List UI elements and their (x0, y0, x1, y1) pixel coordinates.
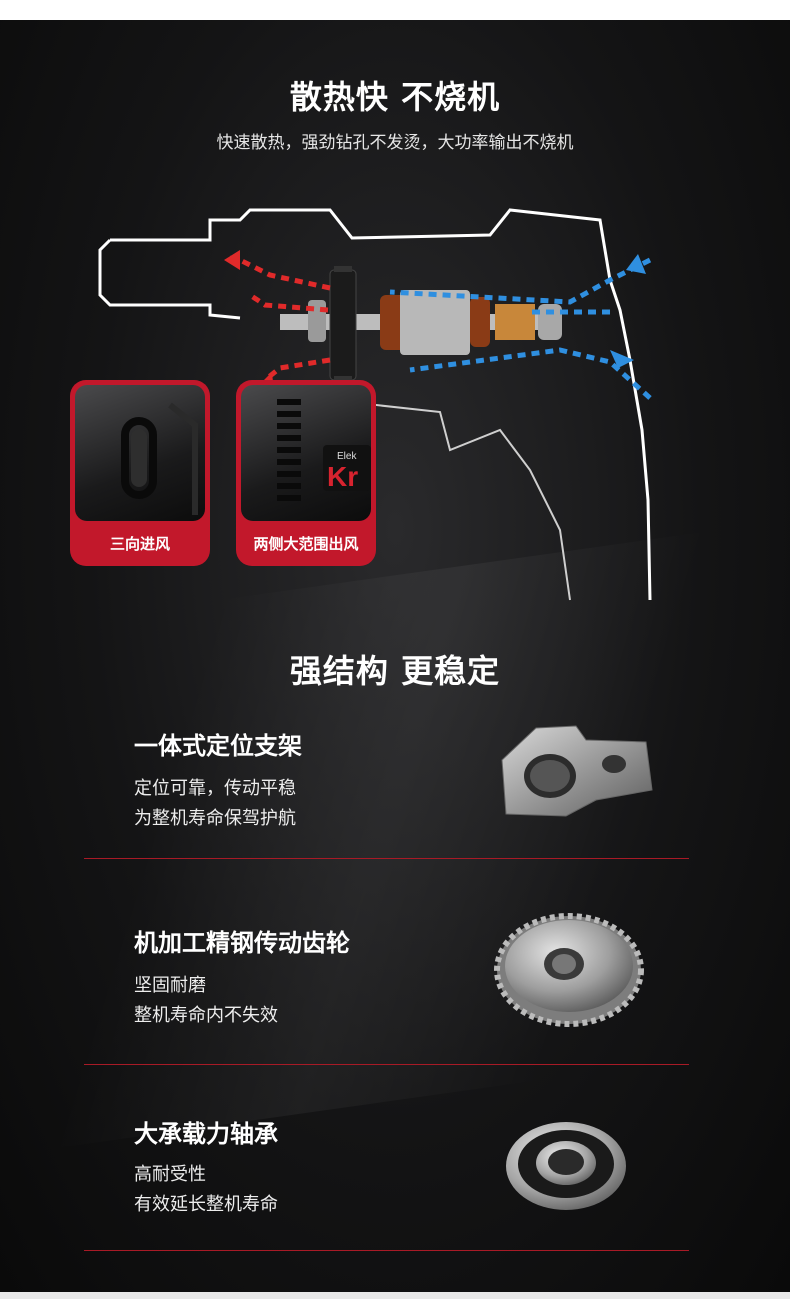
feature-line: 定位可靠，传动平稳 (134, 778, 296, 799)
bracket-image (501, 725, 653, 817)
arrow-in-bottom (610, 350, 634, 368)
air-exhaust-photo: Elek Kr (241, 385, 371, 521)
drill-nose-outline (98, 238, 241, 320)
drill-airflow-illustration (98, 208, 652, 601)
badge-air-exhaust: Elek Kr 两侧大范围出风 (236, 380, 376, 566)
feature-divider (84, 1064, 689, 1065)
cooling-fan (329, 266, 357, 382)
feature-line: 整机寿命内不失效 (134, 1005, 278, 1026)
feature-title-bracket: 一体式定位支架 (134, 732, 302, 760)
drill-outline (110, 208, 652, 601)
feature-divider (84, 858, 689, 859)
drill-handle-outline (329, 399, 571, 601)
armature-copper-right (470, 297, 490, 347)
commutator (495, 304, 535, 340)
heat-dissipation-title: 散热快 不烧机 (289, 78, 501, 116)
vent-slot-icon (121, 402, 198, 515)
bottom-margin (0, 1292, 790, 1299)
feature-title-gear: 机加工精钢传动齿轮 (134, 929, 350, 957)
product-detail-panel: 散热快 不烧机 快速散热，强劲钻孔不发烫，大功率输出不烧机 (0, 20, 790, 1292)
brand-small-text: Elek (337, 451, 357, 462)
badge-air-intake: 三向进风 (70, 380, 210, 566)
armature-core (400, 290, 470, 355)
feature-line: 有效延长整机寿命 (134, 1194, 278, 1215)
heat-dissipation-subtitle: 快速散热，强劲钻孔不发烫，大功率输出不烧机 (216, 133, 574, 153)
badge-air-exhaust-label: 两侧大范围出风 (253, 535, 359, 553)
brand-logo-text: Kr (327, 461, 359, 492)
feature-line: 为整机寿命保驾护航 (134, 808, 296, 829)
feature-divider (84, 1250, 689, 1251)
bearing-image (506, 1122, 626, 1210)
arrow-out-top (224, 250, 240, 270)
feature-line: 高耐受性 (134, 1164, 206, 1185)
structure-title: 强结构 更稳定 (289, 652, 501, 690)
badge-air-intake-label: 三向进风 (109, 535, 170, 553)
feature-title-bearing: 大承载力轴承 (134, 1120, 278, 1148)
arrow-in-top (626, 254, 646, 274)
top-margin (0, 0, 790, 20)
rear-bearing (538, 304, 562, 340)
gear-image (494, 913, 644, 1027)
air-intake-photo (75, 385, 205, 521)
feature-line: 坚固耐磨 (134, 975, 206, 996)
exhaust-vent-icon (277, 399, 371, 501)
